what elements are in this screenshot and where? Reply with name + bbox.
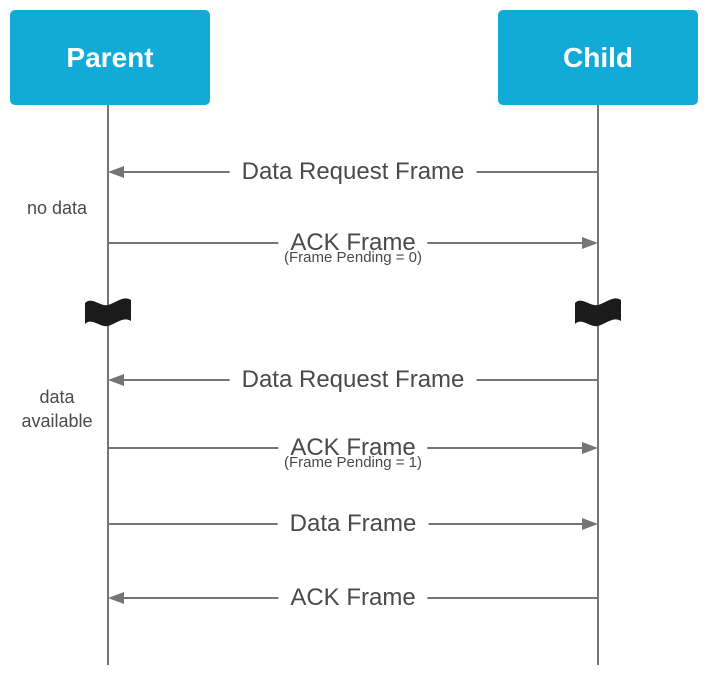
message-row: ACK Frame (Frame Pending = 0) [108,221,598,266]
message-label: ACK Frame [278,583,428,613]
arrow-left-icon [108,374,124,386]
actor-parent: Parent [10,10,210,105]
message-sublabel: (Frame Pending = 1) [284,454,422,471]
message-label: Data Request Frame [229,365,477,395]
actor-child: Child [498,10,698,105]
message-label: ACK Frame [278,228,428,258]
message-row: ACK Frame [108,576,598,620]
message-label: Data Frame [277,509,429,539]
lifeline-child [597,105,599,665]
message-sublabel: (Frame Pending = 0) [284,249,422,266]
note-no-data: no data [26,198,88,218]
message-row: ACK Frame (Frame Pending = 1) [108,426,598,471]
message-row: Data Frame [108,502,598,546]
flag-icon [85,298,131,327]
flag-icon [575,298,621,327]
arrow-right-icon [582,518,598,530]
note-data-available: data available [21,387,93,431]
arrow-right-icon [582,237,598,249]
message-row: Data Request Frame [108,358,598,402]
arrow-right-icon [582,442,598,454]
arrow-left-icon [108,166,124,178]
message-row: Data Request Frame [108,150,598,194]
arrow-left-icon [108,592,124,604]
message-label: Data Request Frame [229,157,477,187]
message-label: ACK Frame [278,433,428,463]
